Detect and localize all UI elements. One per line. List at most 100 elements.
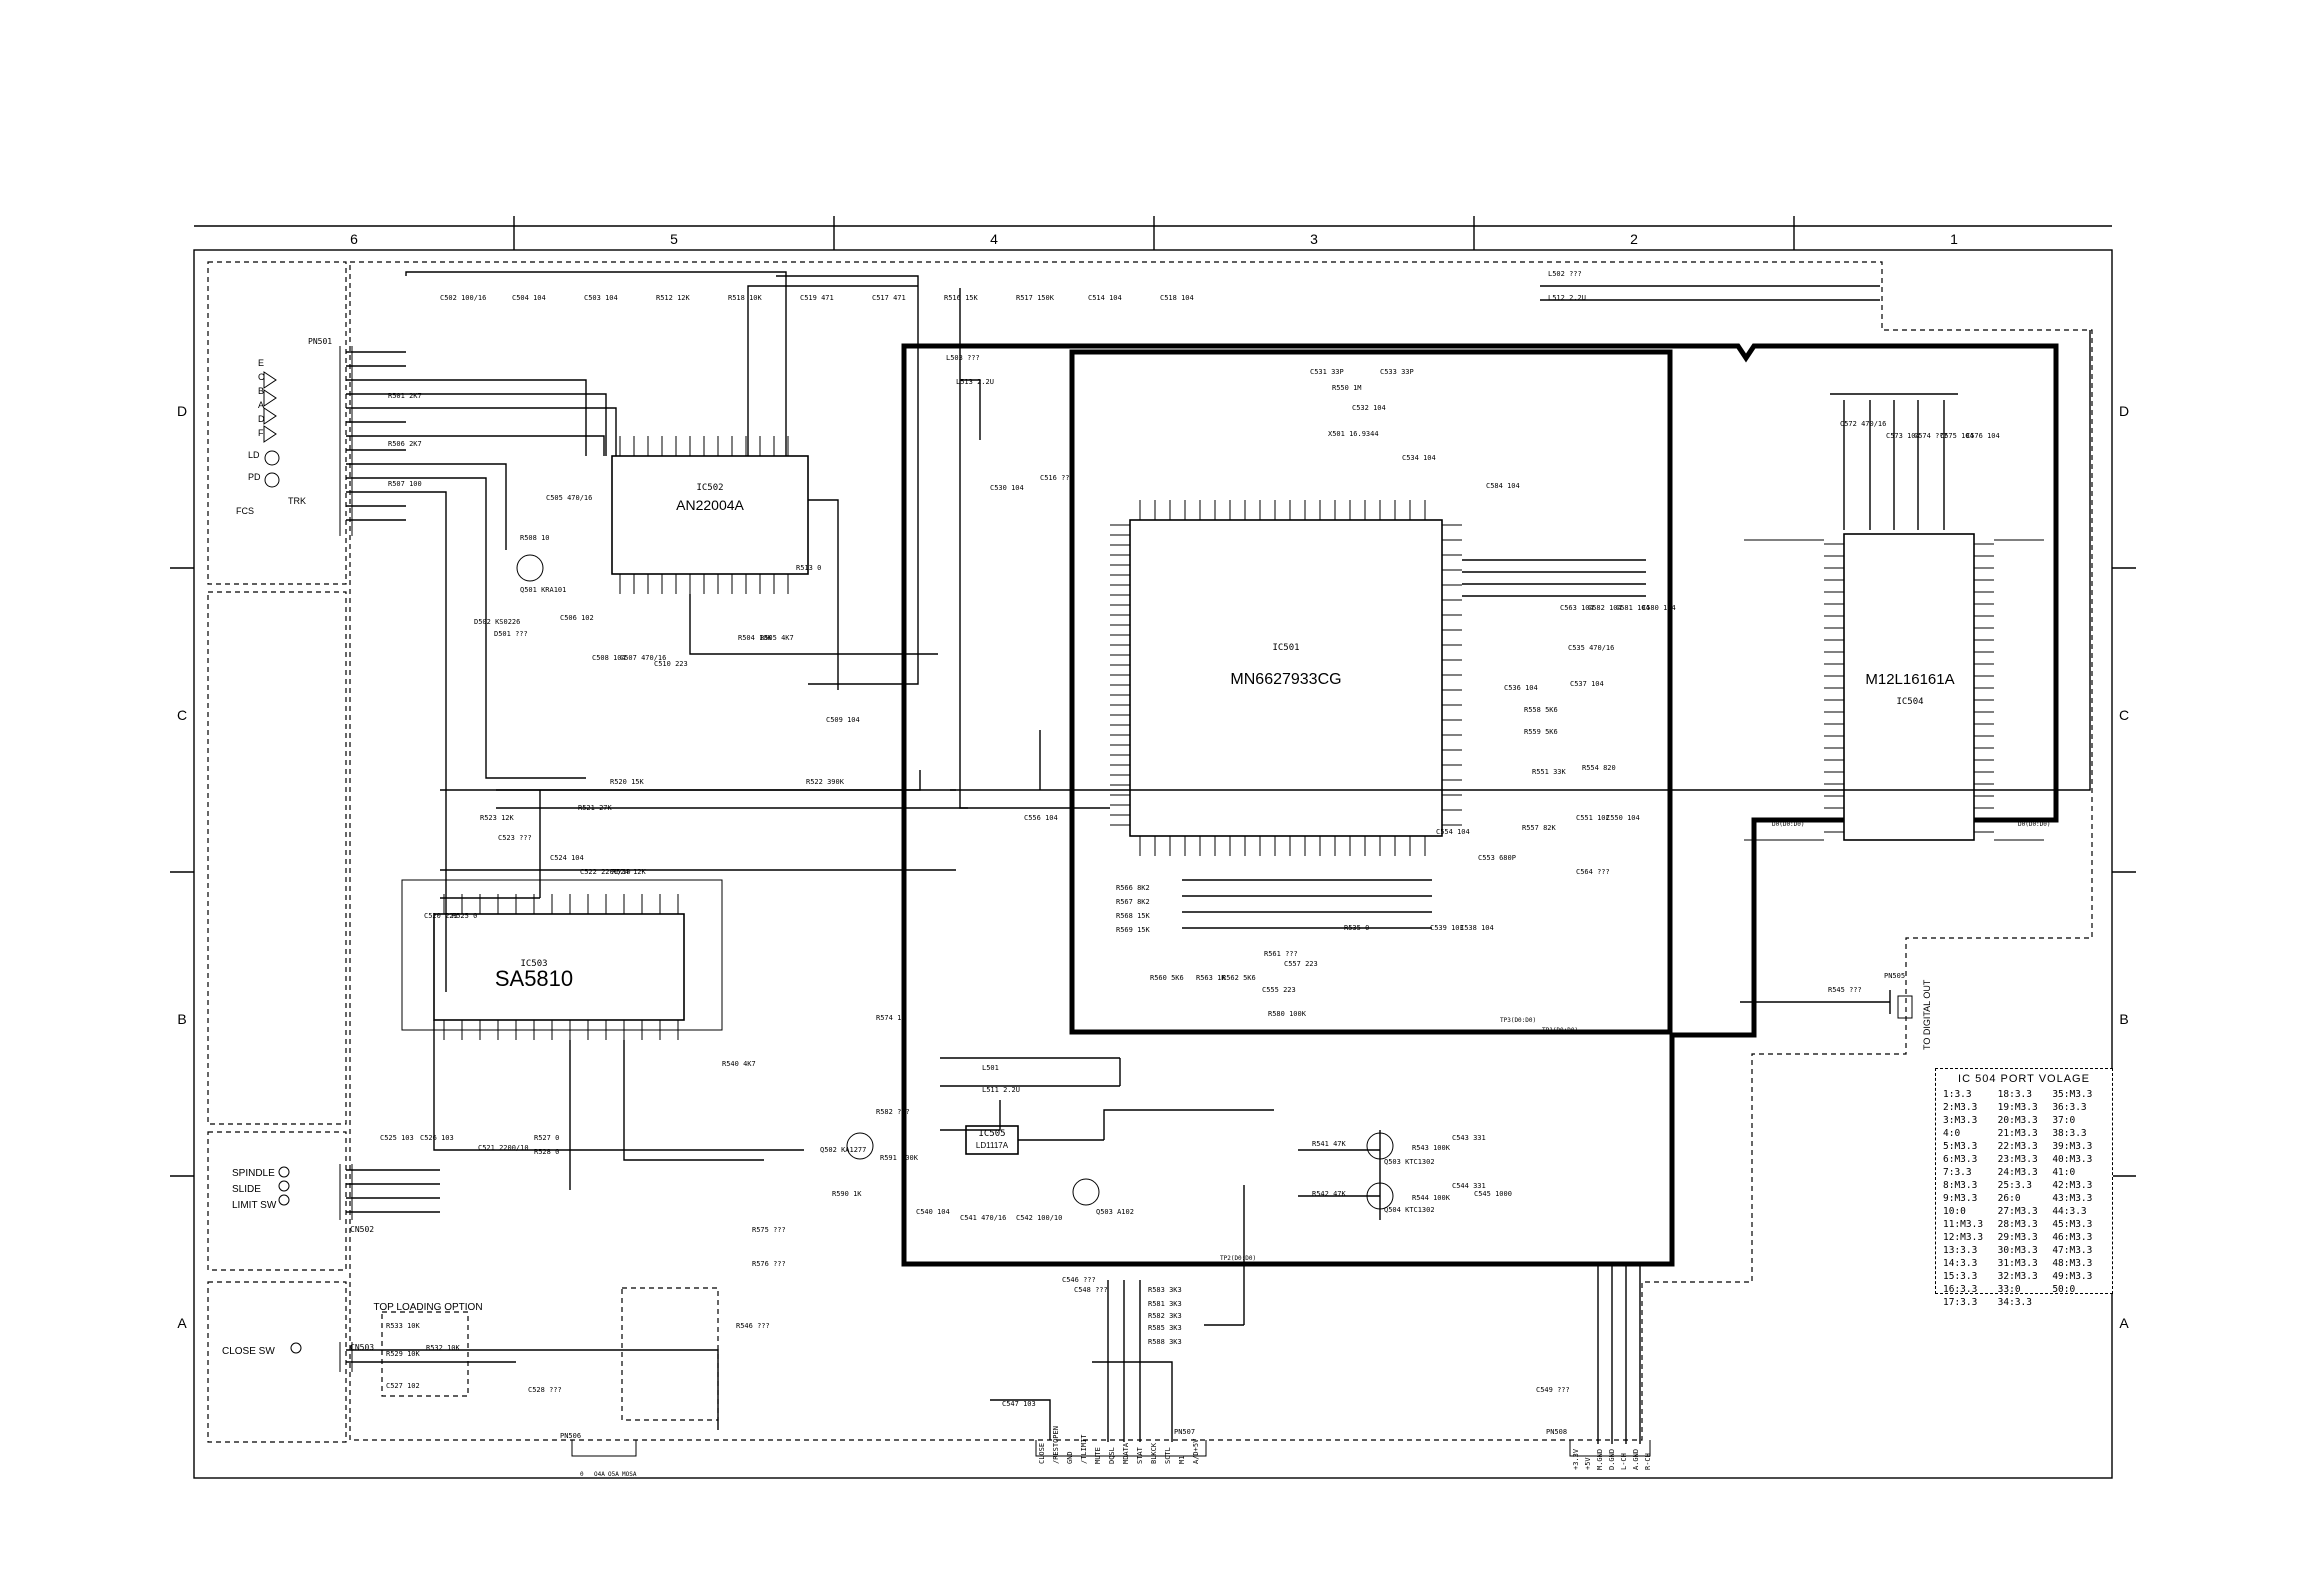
part-label: C557 223	[1284, 960, 1318, 968]
pn507-pin-label: BLKCK	[1150, 1442, 1158, 1464]
voltage-cell: 31:M3.3	[1997, 1258, 2038, 1269]
part-label: L501	[982, 1064, 999, 1072]
ic504-body	[1843, 533, 1975, 841]
cn503-pin-label: CLOSE SW	[222, 1346, 275, 1357]
voltage-cell: 11:M3.3	[1943, 1219, 1984, 1230]
pn501-pin-label: B	[258, 386, 264, 396]
ic503-frame	[401, 879, 723, 1031]
part-label: C517 471	[872, 294, 906, 302]
ic502-part: AN22004A	[676, 497, 744, 513]
part-label: R544 100K	[1412, 1194, 1451, 1202]
pn506-ref: PN506	[560, 1432, 581, 1440]
part-label: R561 ???	[1264, 950, 1298, 958]
bus-label: D0(D0:D0)	[2018, 821, 2051, 828]
pn508-pin-label: L-CH	[1620, 1453, 1628, 1470]
part-label: R590 1K	[832, 1190, 862, 1198]
ic502-body	[611, 455, 809, 575]
pn506-pin-label: O4A	[594, 1471, 605, 1478]
part-label: C532 104	[1352, 404, 1386, 412]
part-label: C518 104	[1160, 294, 1194, 302]
voltage-cell: 26:0	[1997, 1193, 2021, 1204]
part-label: R583 3K3	[1148, 1286, 1182, 1294]
part-label: C504 104	[512, 294, 546, 302]
part-label: R507 100	[388, 480, 422, 488]
bus-label: TP1(D0:D0)	[1542, 1027, 1578, 1034]
part-label: C503 104	[584, 294, 618, 302]
part-label: C542 100/10	[1016, 1214, 1062, 1222]
row-label-left: B	[177, 1011, 186, 1027]
pn505-ref: PN505	[1884, 972, 1905, 980]
part-label: C576 104	[1966, 432, 2000, 440]
part-label: Q504 KTC1302	[1384, 1206, 1435, 1214]
part-label: R567 8K2	[1116, 898, 1150, 906]
connector-pins	[339, 346, 1913, 1457]
top-loading-option-label: TOP LOADING OPTION	[373, 1302, 482, 1313]
pn501-pin-label: LD	[248, 450, 260, 460]
semiconductor-symbols	[263, 371, 1394, 1354]
part-label: C531 33P	[1310, 368, 1344, 376]
pn501-pin-label: A	[258, 400, 264, 410]
pn507-pin-label: /TLIMIT	[1080, 1434, 1088, 1464]
part-label: R582 ???	[876, 1108, 910, 1116]
voltage-cell: 24:M3.3	[1997, 1167, 2038, 1178]
part-label: C563 104	[1560, 604, 1594, 612]
part-label: R518 10K	[728, 294, 763, 302]
voltage-cell: 15:3.3	[1943, 1271, 1978, 1282]
part-label: R508 10	[520, 534, 550, 542]
voltage-cell: 21:M3.3	[1997, 1128, 2038, 1139]
part-label: R566 8K2	[1116, 884, 1150, 892]
part-label: C556 104	[1024, 814, 1058, 822]
voltage-cell: 49:M3.3	[2052, 1271, 2093, 1282]
part-label: R541 47K	[1312, 1140, 1347, 1148]
voltage-cell: 1:3.3	[1943, 1089, 1972, 1100]
part-label: C523 ???	[498, 834, 532, 842]
voltage-cell: 17:3.3	[1943, 1297, 1978, 1308]
row-label-left: C	[177, 707, 187, 723]
pn501-pin-label: D	[258, 414, 265, 424]
part-label: C564 ???	[1576, 868, 1610, 876]
part-label: C546 ???	[1062, 1276, 1096, 1284]
voltage-cell: 3:M3.3	[1943, 1115, 1978, 1126]
part-label: R505 4K7	[760, 634, 794, 642]
part-label: R581 3K3	[1148, 1300, 1182, 1308]
part-label: C530 104	[990, 484, 1024, 492]
wiring	[346, 271, 2091, 1444]
part-label: R513 0	[796, 564, 821, 572]
voltage-cell: 4:0	[1943, 1128, 1961, 1139]
column-dividers	[513, 216, 1795, 250]
pn508-pin-label: M.GND	[1596, 1449, 1604, 1470]
part-label: R527 0	[534, 1134, 559, 1142]
part-label: C537 104	[1570, 680, 1604, 688]
part-label: C505 470/16	[546, 494, 592, 502]
part-label: R517 150K	[1016, 294, 1055, 302]
ic504-pins	[1744, 539, 2044, 841]
part-label: R551 33K	[1532, 768, 1567, 776]
part-label: C580 104	[1642, 604, 1676, 612]
part-label: R532 10K	[426, 1344, 461, 1352]
voltage-cell: 41:0	[2052, 1167, 2076, 1178]
part-label: C543 331	[1452, 1134, 1486, 1142]
voltage-cell: 29:M3.3	[1997, 1232, 2038, 1243]
part-label: R557 82K	[1522, 824, 1557, 832]
bus-label: TP2(D0:D0)	[1220, 1255, 1256, 1262]
part-label: R576 ???	[752, 1260, 786, 1268]
part-label: C538 104	[1460, 924, 1494, 932]
column-label: 3	[1310, 231, 1318, 247]
voltage-cell: 37:0	[2052, 1115, 2076, 1126]
voltage-cell: 38:3.3	[2052, 1128, 2087, 1139]
part-label: R591 100K	[880, 1154, 919, 1162]
ic504-part: M12L16161A	[1865, 671, 1954, 688]
voltage-row: 4:0 21:M3.3 38:3.3	[1942, 1127, 2106, 1140]
voltage-cell: 7:3.3	[1943, 1167, 1972, 1178]
voltage-row: 7:3.3 24:M3.3 41:0	[1942, 1166, 2106, 1179]
voltage-cell: 14:3.3	[1943, 1258, 1978, 1269]
section-boxes	[207, 261, 2093, 1443]
part-label: R574 10	[876, 1014, 906, 1022]
part-label: C520 223	[424, 912, 458, 920]
part-label: C514 104	[1088, 294, 1122, 302]
